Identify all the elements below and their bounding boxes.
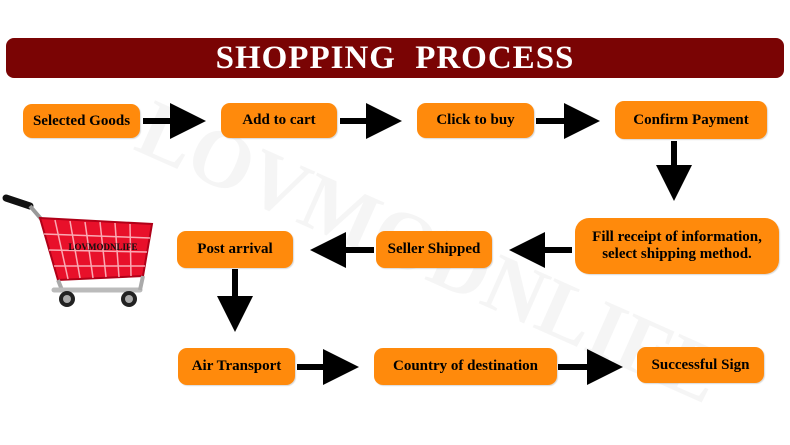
step-label: Confirm Payment [633,111,749,128]
step-country-of-destination: Country of destination [374,348,557,385]
step-label: Add to cart [242,112,316,128]
shopping-cart-icon [2,194,154,307]
cart-label: LOVMODNLIFE [68,242,138,252]
page-title: SHOPPING PROCESS [215,39,575,76]
step-air-transport: Air Transport [178,348,295,385]
step-selected-goods: Selected Goods [23,104,140,138]
step-label: Selected Goods [32,112,131,129]
step-successful-sign: Successful Sign [637,347,764,383]
step-label: Country of destination [392,358,538,374]
flow-arrows [143,103,692,385]
step-label: Post arrival [197,241,273,257]
page-title-banner: SHOPPING PROCESS [6,38,784,78]
step-post-arrival: Post arrival [177,231,293,268]
step-add-to-cart: Add to cart [221,103,337,138]
step-label-line1: Fill receipt of information, [592,229,762,245]
step-label: Click to buy [436,112,515,128]
step-label: Seller Shipped [387,241,481,257]
step-click-to-buy: Click to buy [417,103,534,138]
step-label-line2: select shipping method. [602,246,752,262]
step-label: Air Transport [191,358,282,374]
step-label: Successful Sign [651,356,750,373]
step-confirm-payment: Confirm Payment [615,101,767,139]
step-fill-receipt: Fill receipt of information, select ship… [575,218,779,274]
step-seller-shipped: Seller Shipped [376,231,492,268]
